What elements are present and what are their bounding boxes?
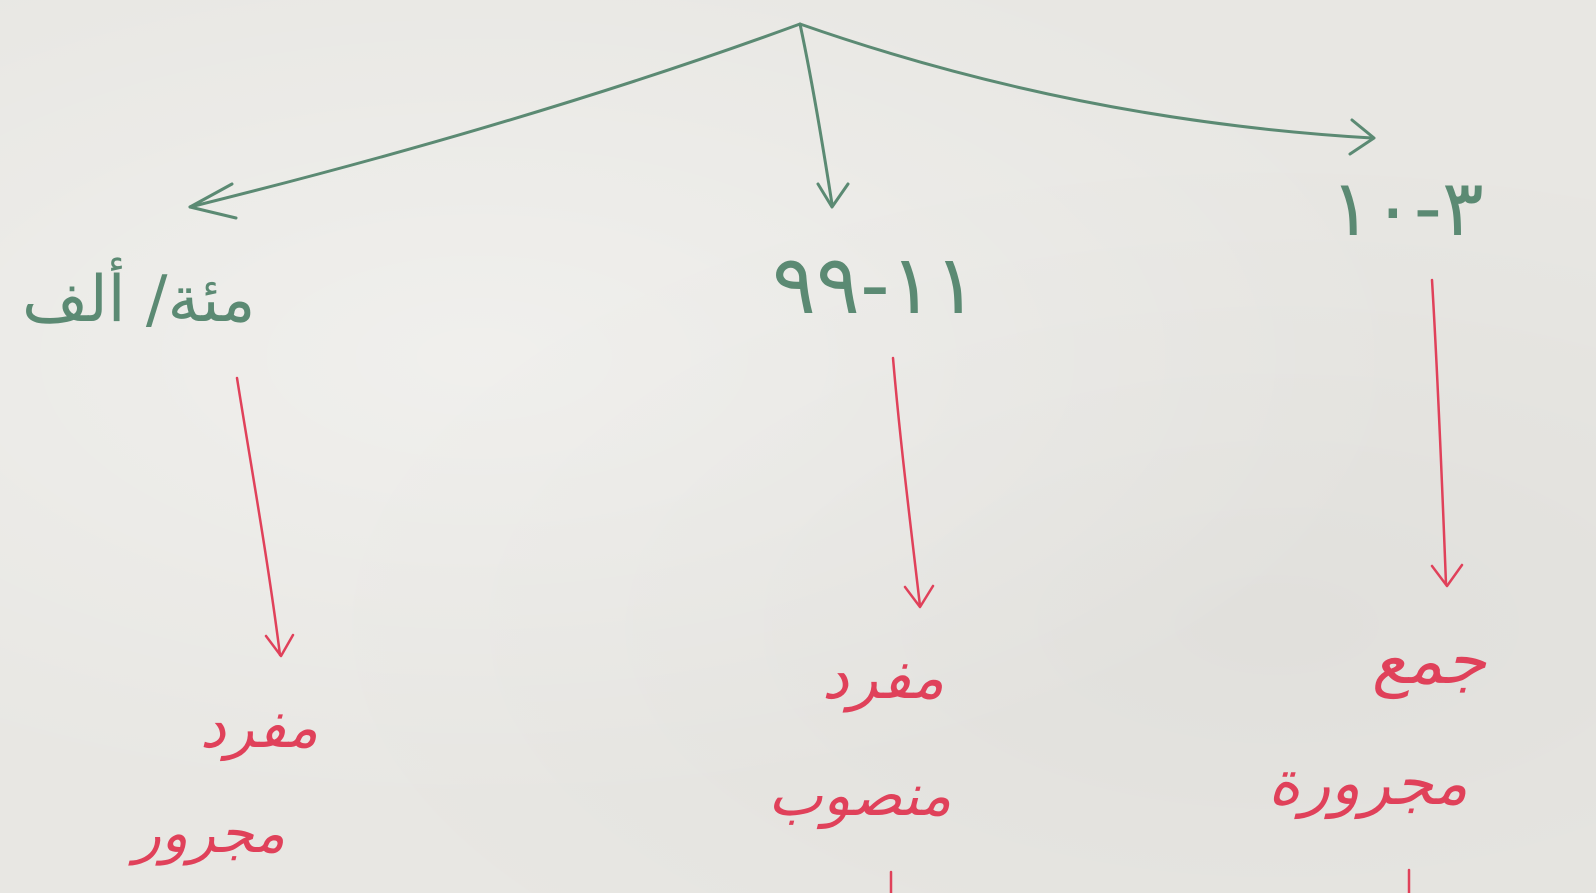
range-label-right: ٣-١٠ bbox=[1330, 164, 1484, 254]
branch-arrow-left bbox=[188, 22, 802, 209]
rule-arrow-middle bbox=[891, 356, 922, 608]
branch-arrow-right bbox=[798, 22, 1374, 140]
rule-arrow-right bbox=[1430, 278, 1448, 586]
rule-label-middle-line1: مفرد bbox=[822, 643, 945, 713]
rule-label-right-line1: جمع bbox=[1372, 622, 1487, 699]
rule-label-left-line2: مجرور bbox=[134, 801, 286, 866]
rule-arrowhead-right bbox=[1430, 563, 1464, 588]
rule-label-right-line2: مجرورة bbox=[1268, 746, 1468, 819]
rule-arrowhead-middle bbox=[903, 584, 935, 609]
branch-arrowhead-left bbox=[188, 182, 238, 220]
range-label-left: مئة/ ألف bbox=[22, 263, 256, 337]
rule-arrow-left bbox=[235, 376, 282, 657]
branch-arrowhead-middle bbox=[816, 182, 850, 209]
rule-arrowhead-left bbox=[264, 633, 295, 658]
rule-label-left-line1: مفرد bbox=[200, 693, 319, 761]
range-label-middle: ١١-٩٩ bbox=[772, 238, 978, 333]
branch-arrowhead-right bbox=[1348, 118, 1376, 156]
rule-label-middle-line2: منصوب bbox=[768, 761, 952, 829]
branch-arrow-middle bbox=[798, 22, 834, 206]
